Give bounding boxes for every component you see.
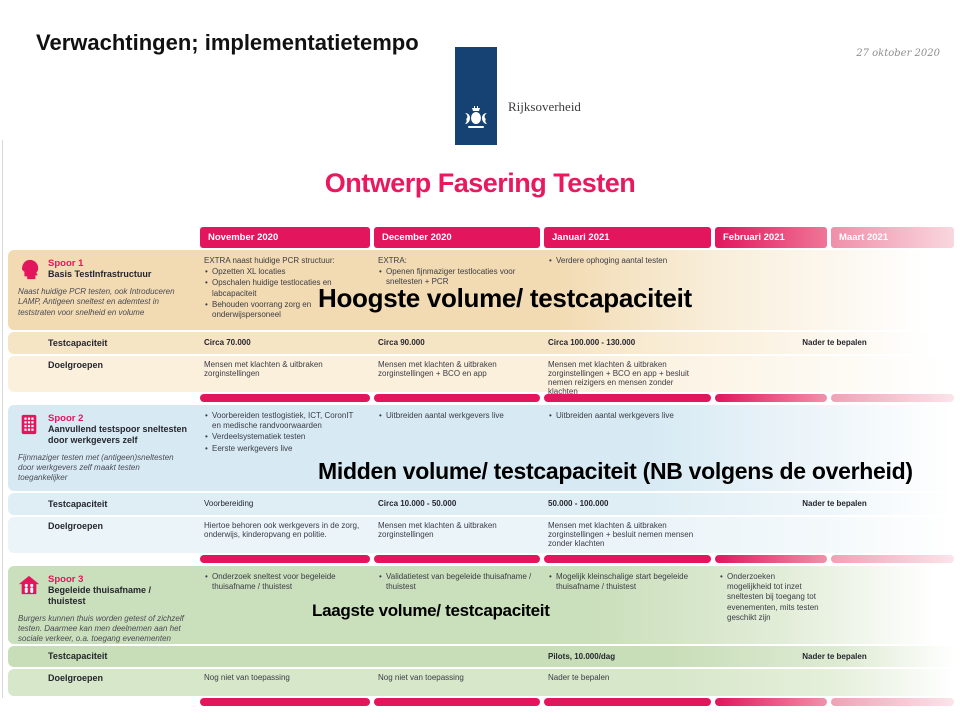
spoor1-januari-cell: Verdere ophoging aantal testen	[544, 250, 711, 330]
spoor2-divider-bars	[8, 555, 954, 563]
spoor3-februari-cell: Onderzoeken mogelijkheid tot inzet snelt…	[715, 566, 827, 645]
building-icon	[21, 414, 37, 435]
spoor1-content-row: Spoor 1 Basis TestInfrastructuur Naast h…	[8, 250, 954, 330]
spoor2-testcapaciteit-row: Testcapaciteit Voorbereiding Circa 10.00…	[8, 493, 954, 515]
month-header-november: November 2020	[200, 227, 370, 248]
overlay-midden-volume: Midden volume/ testcapaciteit (NB volgen…	[318, 458, 913, 484]
spoor3-december-cell: Validatietest van begeleide thuisafname …	[374, 566, 540, 645]
slide-title: Verwachtingen; implementatietempo	[36, 30, 419, 55]
spoor1-november-cell: EXTRA naast huidige PCR structuur: Opzet…	[200, 250, 370, 330]
spoor3-card: Spoor 3 Begeleide thuisafname / thuistes…	[8, 566, 196, 645]
month-header-januari: Januari 2021	[544, 227, 711, 248]
head-icon	[22, 259, 39, 280]
spoor1-title: Spoor 1	[48, 258, 84, 269]
spoor1-description: Naast huidige PCR testen, ook Introducer…	[18, 287, 175, 317]
month-header-maart: Maart 2021	[831, 227, 954, 248]
house-icon	[18, 575, 40, 595]
spoor1-december-cell: EXTRA: Openen fijnmaziger testlocaties v…	[374, 250, 540, 330]
logo-wordmark: Rijksoverheid	[508, 99, 581, 114]
overlay-laagste-volume: Laagste volume/ testcapaciteit	[312, 601, 550, 620]
spoor3-januari-cell: Mogelijk kleinschalige start begeleide t…	[544, 566, 711, 645]
spoor3-subtitle: Begeleide thuisafname / thuistest	[48, 585, 152, 606]
spoor2-januari-cell: Uitbreiden aantal werkgevers live	[544, 405, 711, 491]
spoor1-maart-cell	[831, 250, 954, 330]
spoor3-content-row: Spoor 3 Begeleide thuisafname / thuistes…	[8, 566, 954, 644]
coat-of-arms-icon	[465, 106, 487, 128]
spoor1-divider-bars	[8, 394, 954, 402]
spoor3-doelgroepen-row: Doelgroepen Nog niet van toepassing Nog …	[8, 669, 954, 696]
spoor3-divider-bars	[8, 698, 954, 706]
month-header-december: December 2020	[374, 227, 540, 248]
spoor3-description: Burgers kunnen thuis worden getest of zi…	[18, 613, 184, 644]
spoor1-doelgroepen-row: Doelgroepen Mensen met klachten & uitbra…	[8, 356, 954, 396]
month-header-februari: Februari 2021	[715, 227, 827, 248]
spoor2-subtitle: Aanvullend testspoor sneltesten door wer…	[48, 424, 188, 445]
spoor2-november-cell: Voorbereiden testlogistiek, ICT, CoronIT…	[200, 405, 370, 491]
embedded-image-edge	[2, 140, 3, 698]
phasing-table: November 2020 December 2020 Januari 2021…	[8, 227, 954, 709]
slide-date: 27 oktober 2020	[856, 48, 940, 59]
logo-blue-banner	[455, 47, 497, 145]
chart-title: Ontwerp Fasering Testen	[324, 168, 636, 198]
overlay-hoogste-volume: Hoogste volume/ testcapaciteit	[318, 283, 692, 313]
spoor1-testcapaciteit-row: Testcapaciteit Circa 70.000 Circa 90.000…	[8, 332, 954, 354]
spoor2-december-cell: Uitbreiden aantal werkgevers live	[374, 405, 540, 491]
spoor3-maart-cell	[831, 566, 954, 645]
spoor1-februari-cell	[715, 250, 827, 330]
spoor2-description: Fijnmaziger testen met (antigeen)sneltes…	[18, 452, 174, 483]
spoor3-testcapaciteit-row: Testcapaciteit Pilots, 10.000/dag Nader …	[8, 646, 954, 667]
month-header-row: November 2020 December 2020 Januari 2021…	[8, 227, 954, 248]
spoor2-card: Spoor 2 Aanvullend testspoor sneltesten …	[8, 405, 196, 491]
spoor3-title: Spoor 3	[48, 574, 84, 585]
spoor1-subtitle: Basis TestInfrastructuur	[48, 269, 152, 279]
spoor3-november-cell: Onderzoek sneltest voor begeleide thuisa…	[200, 566, 370, 645]
spoor2-doelgroepen-row: Doelgroepen Hiertoe behoren ook werkgeve…	[8, 517, 954, 553]
spoor2-title: Spoor 2	[48, 413, 84, 424]
rijksoverheid-logo: Rijksoverheid	[455, 47, 581, 145]
spoor1-card: Spoor 1 Basis TestInfrastructuur Naast h…	[8, 250, 196, 330]
spoor2-content-row: Spoor 2 Aanvullend testspoor sneltesten …	[8, 405, 954, 491]
